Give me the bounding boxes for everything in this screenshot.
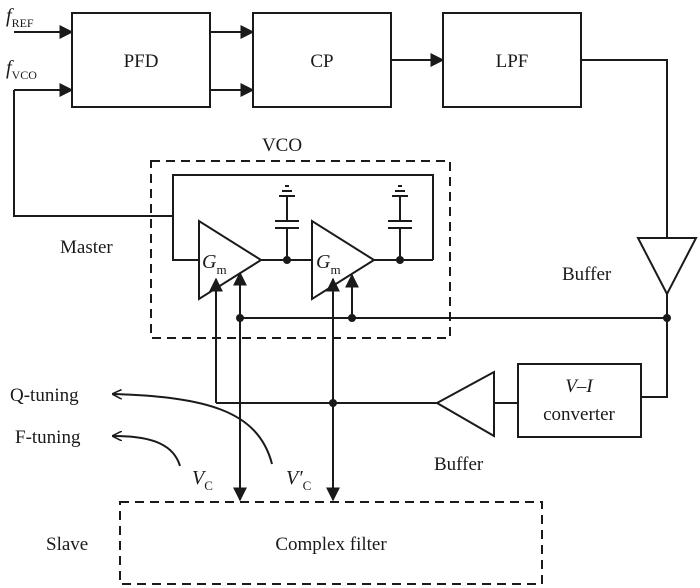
buffer-to-vi-wire bbox=[641, 294, 668, 398]
gm-1-label: Gm bbox=[202, 251, 227, 277]
master-label: Master bbox=[60, 237, 113, 258]
vi-converter-block bbox=[517, 363, 642, 438]
cp-block bbox=[252, 12, 392, 108]
lpf-block bbox=[442, 12, 582, 108]
cp-label: CP bbox=[310, 51, 333, 72]
complex-filter-block bbox=[119, 501, 543, 585]
slave-label: Slave bbox=[46, 534, 88, 555]
q-tuning-arrow bbox=[113, 394, 273, 465]
vco-label: VCO bbox=[262, 135, 302, 156]
lower-buffer bbox=[434, 370, 495, 438]
complex-filter-label: Complex filter bbox=[275, 534, 387, 555]
vi-converter-label-1: V–I bbox=[565, 376, 594, 397]
right-buffer bbox=[636, 237, 698, 297]
ring-loop-wire bbox=[172, 174, 434, 261]
pfd-block bbox=[71, 12, 211, 108]
f-ref-label: fREF bbox=[6, 5, 34, 30]
lpf-output-wire bbox=[581, 59, 668, 238]
pfd-label: PFD bbox=[124, 51, 159, 72]
vi-converter-label-2: converter bbox=[543, 404, 615, 425]
vc-prime-label: V′C bbox=[286, 467, 311, 493]
right-buffer-label: Buffer bbox=[562, 264, 612, 285]
fvco-feedback-wire bbox=[13, 90, 173, 217]
f-tuning-label: F-tuning bbox=[15, 427, 81, 448]
lpf-label: LPF bbox=[496, 51, 529, 72]
vc-label: VC bbox=[192, 467, 213, 493]
gm-2-label: Gm bbox=[316, 251, 341, 277]
f-tuning-arrow bbox=[113, 436, 181, 467]
f-vco-label: fVCO bbox=[6, 57, 37, 82]
lower-buffer-label: Buffer bbox=[434, 454, 484, 475]
vco-region bbox=[150, 160, 451, 339]
q-tuning-label: Q-tuning bbox=[10, 385, 79, 406]
